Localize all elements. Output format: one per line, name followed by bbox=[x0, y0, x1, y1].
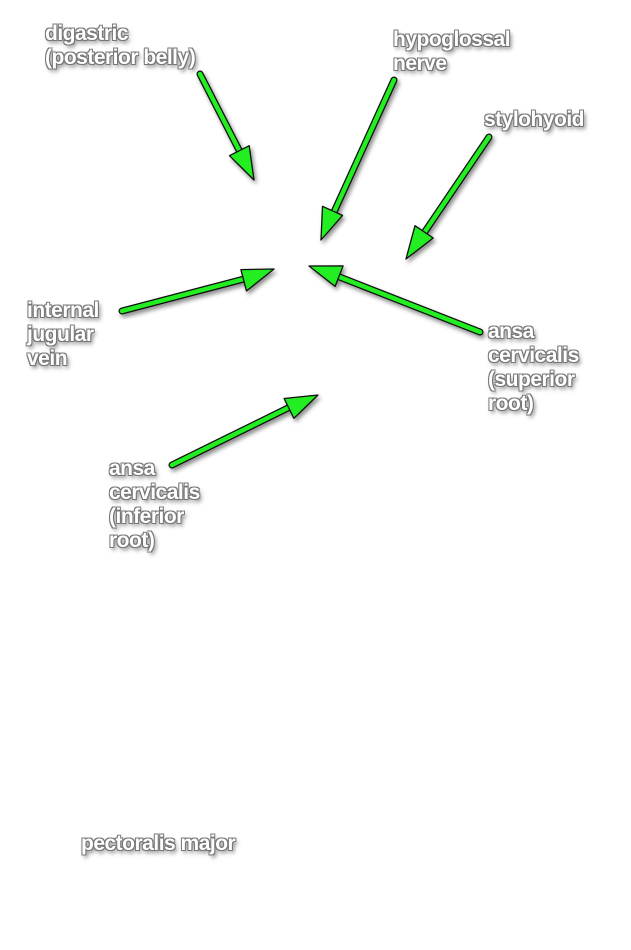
arrow-hypoglossal bbox=[320, 76, 398, 241]
label-internal-jugular-vein: internal jugular vein bbox=[27, 299, 99, 370]
label-ansa-cervicalis-inferior-root: ansa cervicalis (inferior root) bbox=[109, 457, 200, 552]
arrow-stylohyoid bbox=[405, 133, 493, 260]
arrow-ansa-inferior bbox=[168, 394, 319, 469]
label-ansa-cervicalis-superior-root: ansa cervicalis (superior root) bbox=[488, 320, 579, 415]
arrow-digastric bbox=[196, 70, 255, 181]
label-digastric-posterior-belly: digastric (posterior belly) bbox=[45, 22, 196, 69]
arrow-ansa-superior bbox=[308, 265, 484, 336]
label-hypoglossal-nerve: hypoglossal nerve bbox=[393, 28, 511, 75]
label-stylohyoid: stylohyoid bbox=[484, 108, 585, 131]
label-pectoralis-major: pectoralis major bbox=[81, 832, 236, 855]
arrow-internal-jugular-vein bbox=[118, 268, 275, 315]
